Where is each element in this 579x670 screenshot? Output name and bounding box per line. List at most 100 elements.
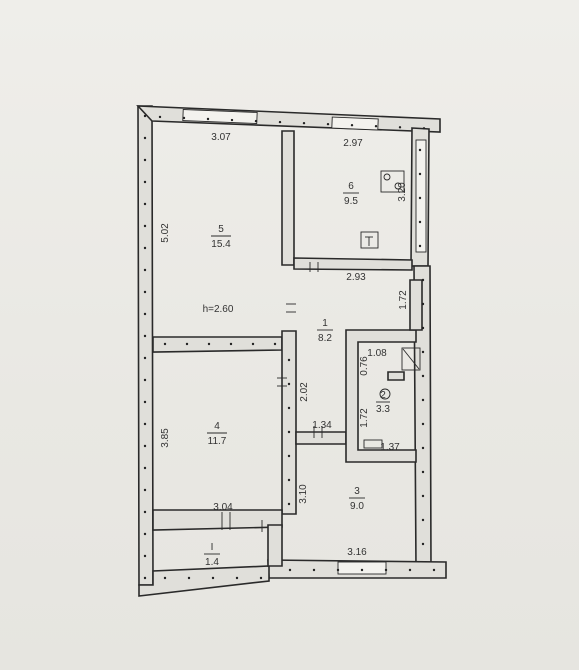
wall-dot xyxy=(432,568,436,572)
dim-room6-bottom: 2.93 xyxy=(346,272,366,283)
wall-dot xyxy=(185,342,189,346)
room-4-area: 11.7 xyxy=(208,436,227,447)
wall-dot xyxy=(143,422,147,426)
stove-burner-icon xyxy=(383,173,391,181)
wall-dot xyxy=(230,118,234,122)
wall-dot xyxy=(143,158,147,162)
wall-dot xyxy=(312,568,316,572)
wall-dot xyxy=(143,510,147,514)
wall-dot xyxy=(287,382,291,386)
wall-dot xyxy=(421,302,425,306)
wall-dot xyxy=(384,568,388,572)
dim-hall-left: 2.02 xyxy=(299,382,310,402)
stove-burner-icon xyxy=(394,182,402,190)
wall-dot xyxy=(421,446,425,450)
stove-icon xyxy=(380,170,405,193)
wall-dot xyxy=(206,117,210,121)
window-room6 xyxy=(331,116,379,131)
wall-dot xyxy=(287,478,291,482)
wall-dot xyxy=(398,126,402,129)
ceiling-height: h=2.60 xyxy=(203,304,234,315)
wall-dot xyxy=(287,430,291,434)
wall-dot xyxy=(360,568,364,572)
wall-dot xyxy=(418,244,422,248)
wall-dot xyxy=(143,268,147,272)
wall-dot xyxy=(143,114,147,118)
dim-room4-width: 3.04 xyxy=(213,502,233,513)
wall-dot xyxy=(143,444,147,448)
door-marks xyxy=(221,262,323,532)
wall-dot xyxy=(408,568,412,572)
wall-dot xyxy=(421,278,425,282)
dim-bath-top: 1.08 xyxy=(367,348,387,359)
wall-dot xyxy=(421,374,425,378)
toilet-icon xyxy=(379,388,391,400)
wall-dot xyxy=(143,356,147,360)
wall-dot xyxy=(287,502,291,506)
wall-dot xyxy=(143,554,147,558)
wall-dot xyxy=(158,115,162,119)
wall-dot xyxy=(143,224,147,228)
wall-dot xyxy=(287,454,291,458)
wall-dot xyxy=(211,576,215,580)
wall-dot xyxy=(143,202,147,206)
wall-dot xyxy=(287,358,291,362)
wall-dot xyxy=(207,342,211,346)
room-I-number: I xyxy=(211,542,214,553)
wall-dot xyxy=(143,488,147,492)
wall-dot xyxy=(288,568,292,572)
room-labels: 5 15.4 6 9.5 1 8.2 4 11.7 3 9.0 I 1.4 2 … xyxy=(203,181,391,568)
wall-dot xyxy=(143,312,147,316)
room-3-number: 3 xyxy=(354,486,360,497)
dim-top-right-width: 2.97 xyxy=(343,138,363,149)
room-1-area: 8.2 xyxy=(318,333,332,344)
wall-dot xyxy=(143,290,147,294)
dim-hall-right: 1.72 xyxy=(398,290,409,310)
fixtures xyxy=(360,170,421,449)
wall-dot xyxy=(229,342,233,346)
wall-dot xyxy=(336,568,340,572)
wall-dot xyxy=(143,532,147,536)
room-2-area: 3.3 xyxy=(376,404,390,415)
room-2-number: 2 xyxy=(380,390,386,401)
wall-dot xyxy=(187,576,191,580)
room-I-area: 1.4 xyxy=(205,557,219,568)
interior-walls xyxy=(152,130,423,567)
wall-dot xyxy=(421,326,425,330)
dim-top-left-width: 3.07 xyxy=(211,132,231,143)
dimension-labels: 3.07 2.97 3.20 5.02 2.93 1.72 1.08 0.76 … xyxy=(160,132,409,558)
room-6-area: 9.5 xyxy=(344,196,358,207)
wall-dot xyxy=(302,121,306,125)
wall-dot xyxy=(287,406,291,410)
wall-dot xyxy=(143,180,147,184)
wall-dot xyxy=(235,576,239,580)
wall-dot xyxy=(182,116,186,120)
wall-dot xyxy=(251,342,255,346)
wall-dot xyxy=(254,119,258,123)
wall-dot xyxy=(421,470,425,474)
wall-dot xyxy=(143,466,147,470)
wall-dot xyxy=(143,576,147,580)
dim-room4-height: 3.85 xyxy=(160,428,171,448)
wall-dot xyxy=(374,125,378,128)
wall-dot xyxy=(421,494,425,498)
wall-dot xyxy=(143,246,147,250)
wall-dot xyxy=(326,122,330,126)
dim-bath-height: 1.72 xyxy=(359,408,370,428)
wall-dot xyxy=(421,398,425,402)
wall-dot xyxy=(143,136,147,140)
room-4-number: 4 xyxy=(214,421,220,432)
dim-room3-height: 3.10 xyxy=(298,484,309,504)
room-1-number: 1 xyxy=(322,318,328,329)
wall-dot xyxy=(421,518,425,522)
wall-dot xyxy=(418,220,422,224)
window-room3 xyxy=(337,561,387,575)
dim-left-height: 5.02 xyxy=(160,223,171,243)
wall-dot xyxy=(421,350,425,354)
dim-room6-depth: 3.20 xyxy=(397,182,408,202)
room-5-number: 5 xyxy=(218,224,224,235)
dim-bath-bottom: 1.37 xyxy=(380,442,400,453)
dim-hall-width: 1.34 xyxy=(312,420,332,431)
